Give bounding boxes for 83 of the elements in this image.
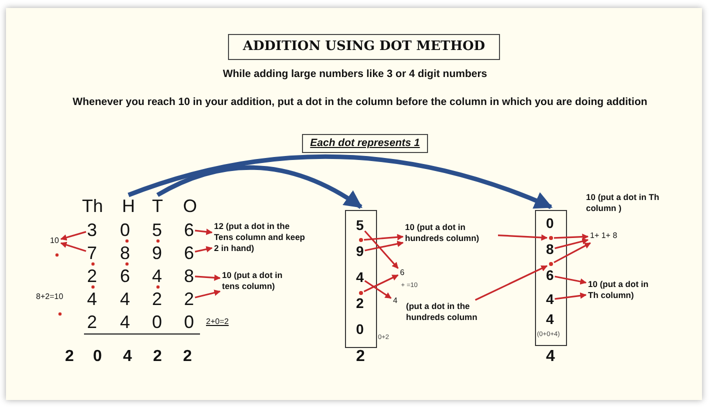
carry-dot <box>359 291 363 295</box>
note-text: 2+0=2 <box>206 317 229 327</box>
digit: 0 <box>356 321 364 338</box>
digit: 6 <box>184 220 194 240</box>
digit: 2 <box>87 312 98 332</box>
note-text: 10 <box>50 236 59 246</box>
digit: 5 <box>356 217 364 234</box>
digit: 4 <box>152 266 162 286</box>
arrow <box>364 274 399 292</box>
arrow <box>554 276 587 285</box>
digit: 9 <box>356 243 364 260</box>
note-text: 10 (put a dot in Th column ) <box>586 192 660 214</box>
arrow <box>364 280 392 299</box>
answer-digit: 2 <box>356 348 365 366</box>
digit: 6 <box>546 267 554 284</box>
digit: 2 <box>152 289 162 309</box>
digit: 4 <box>356 269 364 286</box>
digit: 5 <box>152 220 162 240</box>
digit: 6 <box>184 243 194 263</box>
digit: 0 <box>184 312 194 332</box>
answer-digit: 2 <box>183 348 192 366</box>
digit: 4 <box>546 311 554 328</box>
arrow <box>194 246 213 252</box>
note-text: 4 <box>393 296 398 306</box>
arrow <box>554 238 589 250</box>
carry-dot <box>549 236 553 240</box>
note-text: 10 (put a dot in hundreds column) <box>405 222 497 244</box>
digit: 3 <box>87 220 98 240</box>
digit: 8 <box>120 243 130 263</box>
answer-digit: 2 <box>153 348 162 366</box>
carry-dot <box>549 262 553 266</box>
note-text: (put a dot in the hundreds column <box>406 301 494 323</box>
digit: 4 <box>87 289 98 309</box>
arrow <box>60 242 86 252</box>
arrow <box>554 234 589 240</box>
note-text: 10 (put a dot in tens column) <box>222 270 302 292</box>
digit: 4 <box>546 291 554 308</box>
arrow <box>554 292 587 300</box>
arrow <box>156 166 362 209</box>
answer-digit: 4 <box>546 348 555 366</box>
answer-digit: 4 <box>123 348 132 366</box>
arrow <box>554 242 591 264</box>
arrow <box>364 230 399 269</box>
answer-digit: 2 <box>65 348 74 366</box>
arrow <box>364 240 404 252</box>
digit: 9 <box>152 243 162 263</box>
digit: 7 <box>87 243 98 263</box>
digit: 2 <box>87 266 98 286</box>
arrow <box>474 265 548 301</box>
digit: 0 <box>546 215 554 232</box>
note-text: 1+ 1+ 8 <box>590 231 618 241</box>
column-box <box>345 210 377 348</box>
title: ADDITION USING DOT METHOD <box>228 34 500 60</box>
digit: 4 <box>120 312 130 332</box>
instruction-text: Whenever you reach 10 in your addition, put a dot in the column before the column in which you are doing addition <box>72 95 648 110</box>
callout-note: Each dot represents 1 <box>302 134 428 153</box>
digit: 8 <box>546 241 554 258</box>
arrow <box>60 231 86 241</box>
note-text: 8+2=10 <box>36 292 64 302</box>
note-text: 12 (put a dot in the Tens column and keep 2 in hand) <box>214 221 308 254</box>
digit: 0 <box>152 312 162 332</box>
answer-digit: 0 <box>93 348 102 366</box>
arrow <box>128 154 553 210</box>
column-box <box>535 210 567 346</box>
digit: 4 <box>120 289 130 309</box>
digit: 2 <box>356 295 364 312</box>
arrow <box>498 234 548 241</box>
digit: 8 <box>184 266 194 286</box>
column-heading: Th <box>82 196 104 216</box>
digit: 2 <box>184 289 194 309</box>
arrow <box>364 234 404 241</box>
column-heading: O <box>183 196 198 216</box>
note-text: 10 (put a dot in Th column) <box>588 279 660 301</box>
note-text: 6 <box>400 268 404 278</box>
digit: 6 <box>120 266 130 286</box>
carry-dot <box>359 238 363 242</box>
column-heading: H <box>122 196 135 216</box>
column-heading: T <box>152 196 163 216</box>
arrow <box>194 290 221 298</box>
digit: 0 <box>120 220 130 240</box>
arrow <box>194 274 221 281</box>
arrow <box>194 228 213 235</box>
subtitle: While adding large numbers like 3 or 4 digit numbers <box>222 68 488 80</box>
